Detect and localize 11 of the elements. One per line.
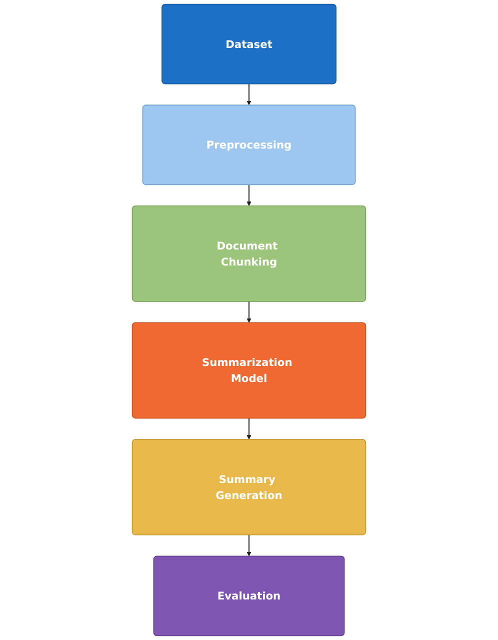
process-box: Document Chunking: [132, 206, 366, 302]
arrow: [246, 301, 252, 323]
process-box: Dataset: [162, 4, 336, 84]
process-box: Summary Generation: [132, 439, 366, 536]
arrow: [246, 84, 252, 106]
process-box: Summarization Model: [132, 322, 366, 419]
arrow: [246, 534, 252, 556]
process-box: Evaluation: [153, 556, 345, 636]
arrow: [246, 184, 252, 206]
arrow: [246, 418, 252, 440]
process-box: Preprocessing: [142, 104, 356, 186]
